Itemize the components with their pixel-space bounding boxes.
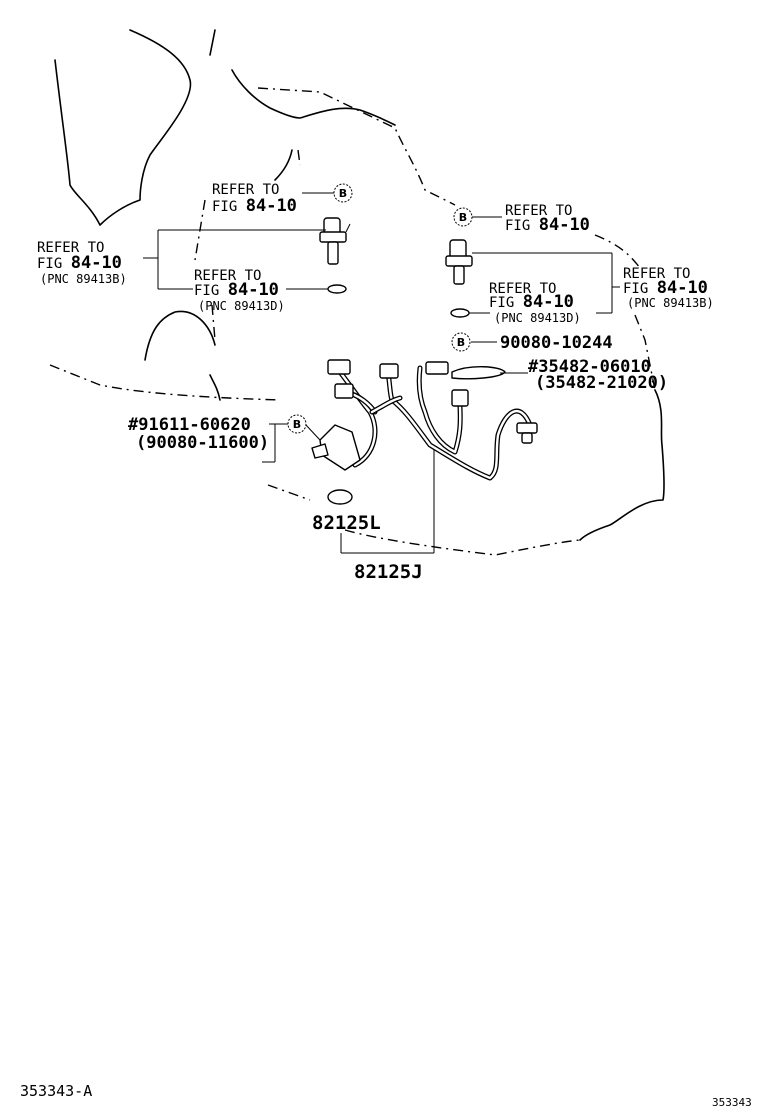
leader-lines <box>143 192 620 554</box>
circle-b-marker: B <box>287 414 307 434</box>
harness-connectors <box>311 359 538 471</box>
part-number-35482-21020: (35482-21020) <box>535 373 668 393</box>
o-ring-right <box>450 308 470 318</box>
fig-ref-label: FIG 84-10 <box>505 215 590 235</box>
grommet-82125l <box>327 489 353 505</box>
fig-ref-label: FIG 84-10 <box>489 292 574 312</box>
svg-text:B: B <box>459 211 467 224</box>
dash-outline <box>49 87 656 556</box>
part-number-82125l: 82125L <box>312 512 381 534</box>
o-ring-left <box>327 284 347 294</box>
part-number-90080-10244: 90080-10244 <box>500 333 613 353</box>
circle-b-marker: B <box>451 332 471 352</box>
part-number-82125j: 82125J <box>354 561 423 583</box>
circle-b-marker: B <box>453 207 473 227</box>
fig-ref-label: FIG 84-10 <box>37 253 122 273</box>
diagram-number-label: 353343 <box>712 1096 752 1109</box>
speed-sensor-right <box>445 239 473 285</box>
refer-to-label: REFER TO <box>505 203 572 219</box>
fig-ref-label: FIG 84-10 <box>623 278 708 298</box>
refer-to-label: REFER TO <box>623 266 690 282</box>
svg-text:B: B <box>339 187 347 200</box>
fig-ref-label: FIG 84-10 <box>212 196 297 216</box>
circle-b-marker: B <box>333 183 353 203</box>
refer-to-label: REFER TO <box>212 182 279 198</box>
pnc-89413d-label: (PNC 89413D) <box>198 299 285 313</box>
clamp-35482 <box>451 366 506 380</box>
part-number-35482-06010: #35482-06010 <box>528 357 651 377</box>
refer-to-label: REFER TO <box>194 268 261 284</box>
wire-harness <box>337 365 533 481</box>
diagram-id-label: 353343-A <box>20 1082 93 1100</box>
pnc-89413d-label: (PNC 89413D) <box>494 311 581 325</box>
part-number-91611-60620: #91611-60620 <box>128 415 251 435</box>
refer-to-label: REFER TO <box>489 281 556 297</box>
fig-ref-label: FIG 84-10 <box>194 280 279 300</box>
pnc-89413b-label: (PNC 89413B) <box>40 272 127 286</box>
speed-sensor-left <box>319 217 351 265</box>
engine-outline <box>54 29 665 541</box>
svg-text:B: B <box>457 336 465 349</box>
pnc-89413b-label: (PNC 89413B) <box>627 296 714 310</box>
part-number-90080-11600: (90080-11600) <box>136 433 269 453</box>
svg-text:B: B <box>293 418 301 431</box>
refer-to-label: REFER TO <box>37 240 104 256</box>
